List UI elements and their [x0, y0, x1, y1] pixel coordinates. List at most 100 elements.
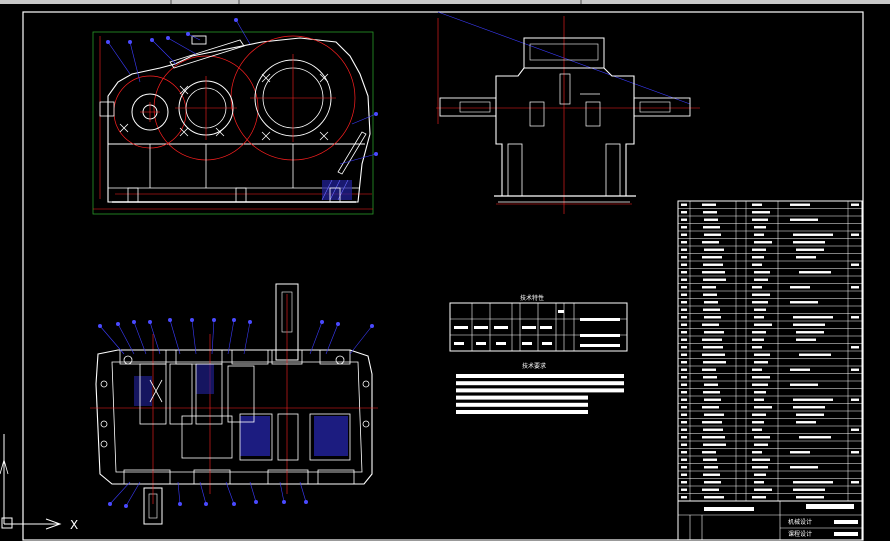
parts-item-code — [703, 346, 723, 349]
parts-item-remark — [851, 263, 859, 266]
tech-table-cell-text — [494, 326, 508, 329]
parts-item-no — [681, 488, 687, 491]
parts-item-code — [702, 488, 719, 491]
parts-item-name — [752, 331, 766, 334]
parts-item-name — [754, 481, 764, 484]
anchor-bolt — [127, 187, 139, 203]
parts-item-remark — [851, 428, 859, 431]
title-block-field — [834, 532, 858, 536]
parts-item-material — [799, 271, 831, 274]
parts-item-code — [703, 458, 717, 461]
parts-item-name — [754, 353, 770, 356]
tech-table-border — [449, 302, 628, 352]
parts-item-no — [681, 211, 687, 214]
parts-item-name — [754, 226, 766, 229]
parts-item-no — [681, 436, 687, 439]
tech-table-cell-text — [558, 310, 564, 313]
parts-item-no — [681, 278, 687, 281]
parts-item-material — [796, 331, 824, 334]
parts-item-remark — [851, 451, 859, 454]
parts-item-no — [681, 496, 687, 499]
parts-item-name — [752, 256, 764, 259]
parts-item-name — [754, 278, 768, 281]
shaft-keyway — [639, 101, 671, 113]
parts-item-remark — [851, 346, 859, 349]
parts-item-name — [754, 308, 766, 311]
parts-item-name — [752, 301, 768, 304]
parts-item-name — [754, 406, 772, 409]
oil-dipstick — [337, 131, 367, 175]
top-view[interactable] — [90, 283, 378, 525]
housing-inner-wall — [111, 361, 363, 473]
oil-level-hatch — [321, 179, 352, 201]
parts-item-name — [754, 316, 764, 319]
course-name: 机械设计 — [788, 518, 812, 526]
parts-item-code — [703, 211, 717, 214]
front-view-frame — [92, 31, 374, 215]
parts-item-name — [752, 368, 762, 371]
parts-item-code — [702, 256, 722, 259]
bearing-cover — [131, 93, 169, 131]
bearing-caps — [119, 349, 355, 485]
vent-plug — [191, 35, 207, 45]
parts-item-no — [681, 406, 687, 409]
parts-item-no — [681, 293, 687, 296]
parts-item-material — [790, 286, 810, 289]
parts-item-name — [752, 421, 764, 424]
parts-item-code — [702, 271, 725, 274]
side-view[interactable] — [436, 11, 700, 214]
parts-item-code — [702, 421, 722, 424]
tech-table-cell-text — [522, 342, 532, 345]
parts-list-grid — [678, 201, 862, 501]
parts-item-remark — [851, 316, 859, 319]
parts-item-name — [752, 383, 768, 386]
parts-item-code — [702, 368, 716, 371]
top-cover-inner — [529, 43, 599, 61]
titlebar-separator — [238, 0, 240, 4]
balloon-markers — [106, 18, 378, 156]
parts-list-table — [677, 200, 863, 502]
parts-item-name — [754, 443, 768, 446]
parts-item-name — [752, 346, 762, 349]
shaft-keyway — [459, 101, 491, 113]
parts-item-material — [790, 203, 810, 206]
tech-characteristics-table: 技术特性 — [449, 294, 628, 352]
parts-item-no — [681, 451, 687, 454]
parts-item-code — [703, 443, 726, 446]
parts-item-name — [752, 413, 766, 416]
tech-requirements-lines — [456, 374, 624, 414]
parts-item-code — [702, 451, 716, 454]
parts-item-code — [704, 413, 724, 416]
parts-item-no — [681, 353, 687, 356]
titlebar-separator — [580, 0, 582, 4]
tech-requirement-line — [456, 402, 588, 407]
balloon-markers — [98, 318, 374, 508]
drawing-canvas[interactable]: 技术特性 技术要求 机械设计 课程设计 X — [0, 4, 890, 541]
anchor-bolt — [235, 187, 247, 203]
tech-characteristics-grid — [449, 302, 628, 352]
parts-item-material — [793, 488, 825, 491]
parts-item-code — [702, 406, 719, 409]
parts-item-code — [704, 398, 721, 401]
front-view[interactable] — [92, 18, 378, 215]
bearing — [529, 101, 545, 127]
parts-item-material — [790, 383, 818, 386]
title-block: 机械设计 课程设计 — [677, 500, 863, 541]
parts-item-code — [702, 338, 722, 341]
tech-table-cell-text — [454, 326, 468, 329]
anchor-bolt — [329, 187, 341, 203]
parts-item-code — [704, 248, 724, 251]
tech-table-cell-text — [542, 342, 552, 345]
parts-item-no — [681, 248, 687, 251]
parts-item-material — [796, 421, 816, 424]
tech-table-cell-text — [454, 342, 464, 345]
parts-item-name — [754, 436, 770, 439]
parts-item-remark — [851, 368, 859, 371]
tech-requirement-line — [456, 374, 624, 378]
parts-item-material — [790, 218, 818, 221]
parts-item-no — [681, 443, 687, 446]
ucs-x-arrow — [45, 518, 62, 530]
tech-requirement-line — [456, 381, 624, 386]
parts-item-code — [703, 263, 723, 266]
parts-item-name — [752, 496, 766, 499]
